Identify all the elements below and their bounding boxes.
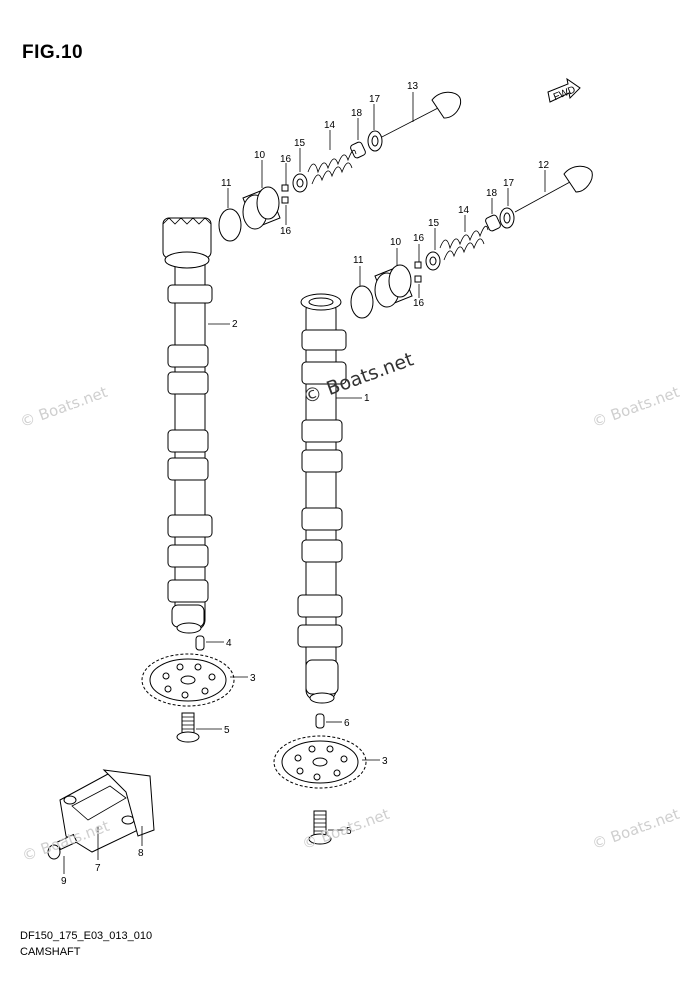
spring-14[interactable]: [307, 149, 357, 185]
callout-12: 12: [538, 160, 550, 171]
spring-14b[interactable]: [439, 225, 489, 261]
callout-17: 17: [503, 178, 515, 189]
intake-valve-assembly: [218, 91, 462, 242]
callout-2: 2: [232, 319, 238, 330]
seal-18b[interactable]: [485, 214, 502, 232]
figure-caption: CAMSHAFT: [20, 946, 81, 958]
cotter-16b-lower[interactable]: [414, 275, 422, 283]
callout-7: 7: [95, 863, 101, 874]
callout-13: 13: [407, 81, 419, 92]
cotter-16b-upper[interactable]: [414, 261, 422, 269]
cotter-16-upper[interactable]: [281, 184, 289, 192]
tappet-10b[interactable]: [374, 264, 413, 308]
bolt-5-right[interactable]: [308, 810, 332, 845]
callout-5: 5: [346, 826, 352, 837]
sprocket-3-right[interactable]: [273, 735, 367, 789]
shim-11[interactable]: [218, 208, 242, 242]
callout-14: 14: [324, 120, 336, 131]
callout-14: 14: [458, 205, 470, 216]
figure-code: DF150_175_E03_013_010: [20, 930, 153, 942]
cotter-16-lower[interactable]: [281, 196, 289, 204]
sprocket-3-left[interactable]: [141, 653, 235, 707]
figure-title: FIG.10: [22, 42, 84, 63]
callout-16: 16: [413, 298, 425, 309]
callout-16: 16: [280, 154, 292, 165]
exhaust-valve-assembly: [350, 165, 593, 319]
callout-8: 8: [138, 848, 144, 859]
callout-10: 10: [254, 150, 266, 161]
callout-9: 9: [61, 876, 67, 887]
seal-18[interactable]: [350, 141, 367, 159]
callout-6: 6: [344, 718, 350, 729]
bolt-5-left[interactable]: [176, 712, 200, 743]
pin-6[interactable]: [315, 713, 325, 729]
callout-16: 16: [413, 233, 425, 244]
callout-3: 3: [250, 673, 256, 684]
callout-18: 18: [351, 108, 363, 119]
callout-labels: 13 17 18 14 15 16 16 10 11 2 12 17 18 14…: [61, 81, 550, 887]
tappet-10[interactable]: [242, 186, 281, 230]
callout-11: 11: [221, 178, 232, 189]
fwd-label: FWD: [552, 84, 577, 103]
callout-17: 17: [369, 94, 381, 105]
callout-15: 15: [428, 218, 440, 229]
fwd-arrow: FWD: [547, 77, 581, 103]
gasket-8[interactable]: [102, 769, 155, 837]
callout-16: 16: [280, 226, 292, 237]
callout-15: 15: [294, 138, 306, 149]
callout-10: 10: [390, 237, 402, 248]
callout-4: 4: [226, 638, 232, 649]
callout-3: 3: [382, 756, 388, 767]
valve-12[interactable]: [514, 165, 593, 213]
camshaft-2[interactable]: [162, 217, 213, 634]
leader-lines: [63, 92, 546, 874]
callout-1: 1: [364, 393, 370, 404]
bolt-9[interactable]: [47, 833, 78, 860]
pin-4[interactable]: [195, 635, 205, 651]
callout-18: 18: [486, 188, 498, 199]
camshaft-1[interactable]: [297, 293, 347, 704]
valve-13[interactable]: [379, 91, 462, 139]
callout-5: 5: [224, 725, 230, 736]
callout-11: 11: [353, 255, 364, 266]
shim-11b[interactable]: [350, 285, 374, 319]
